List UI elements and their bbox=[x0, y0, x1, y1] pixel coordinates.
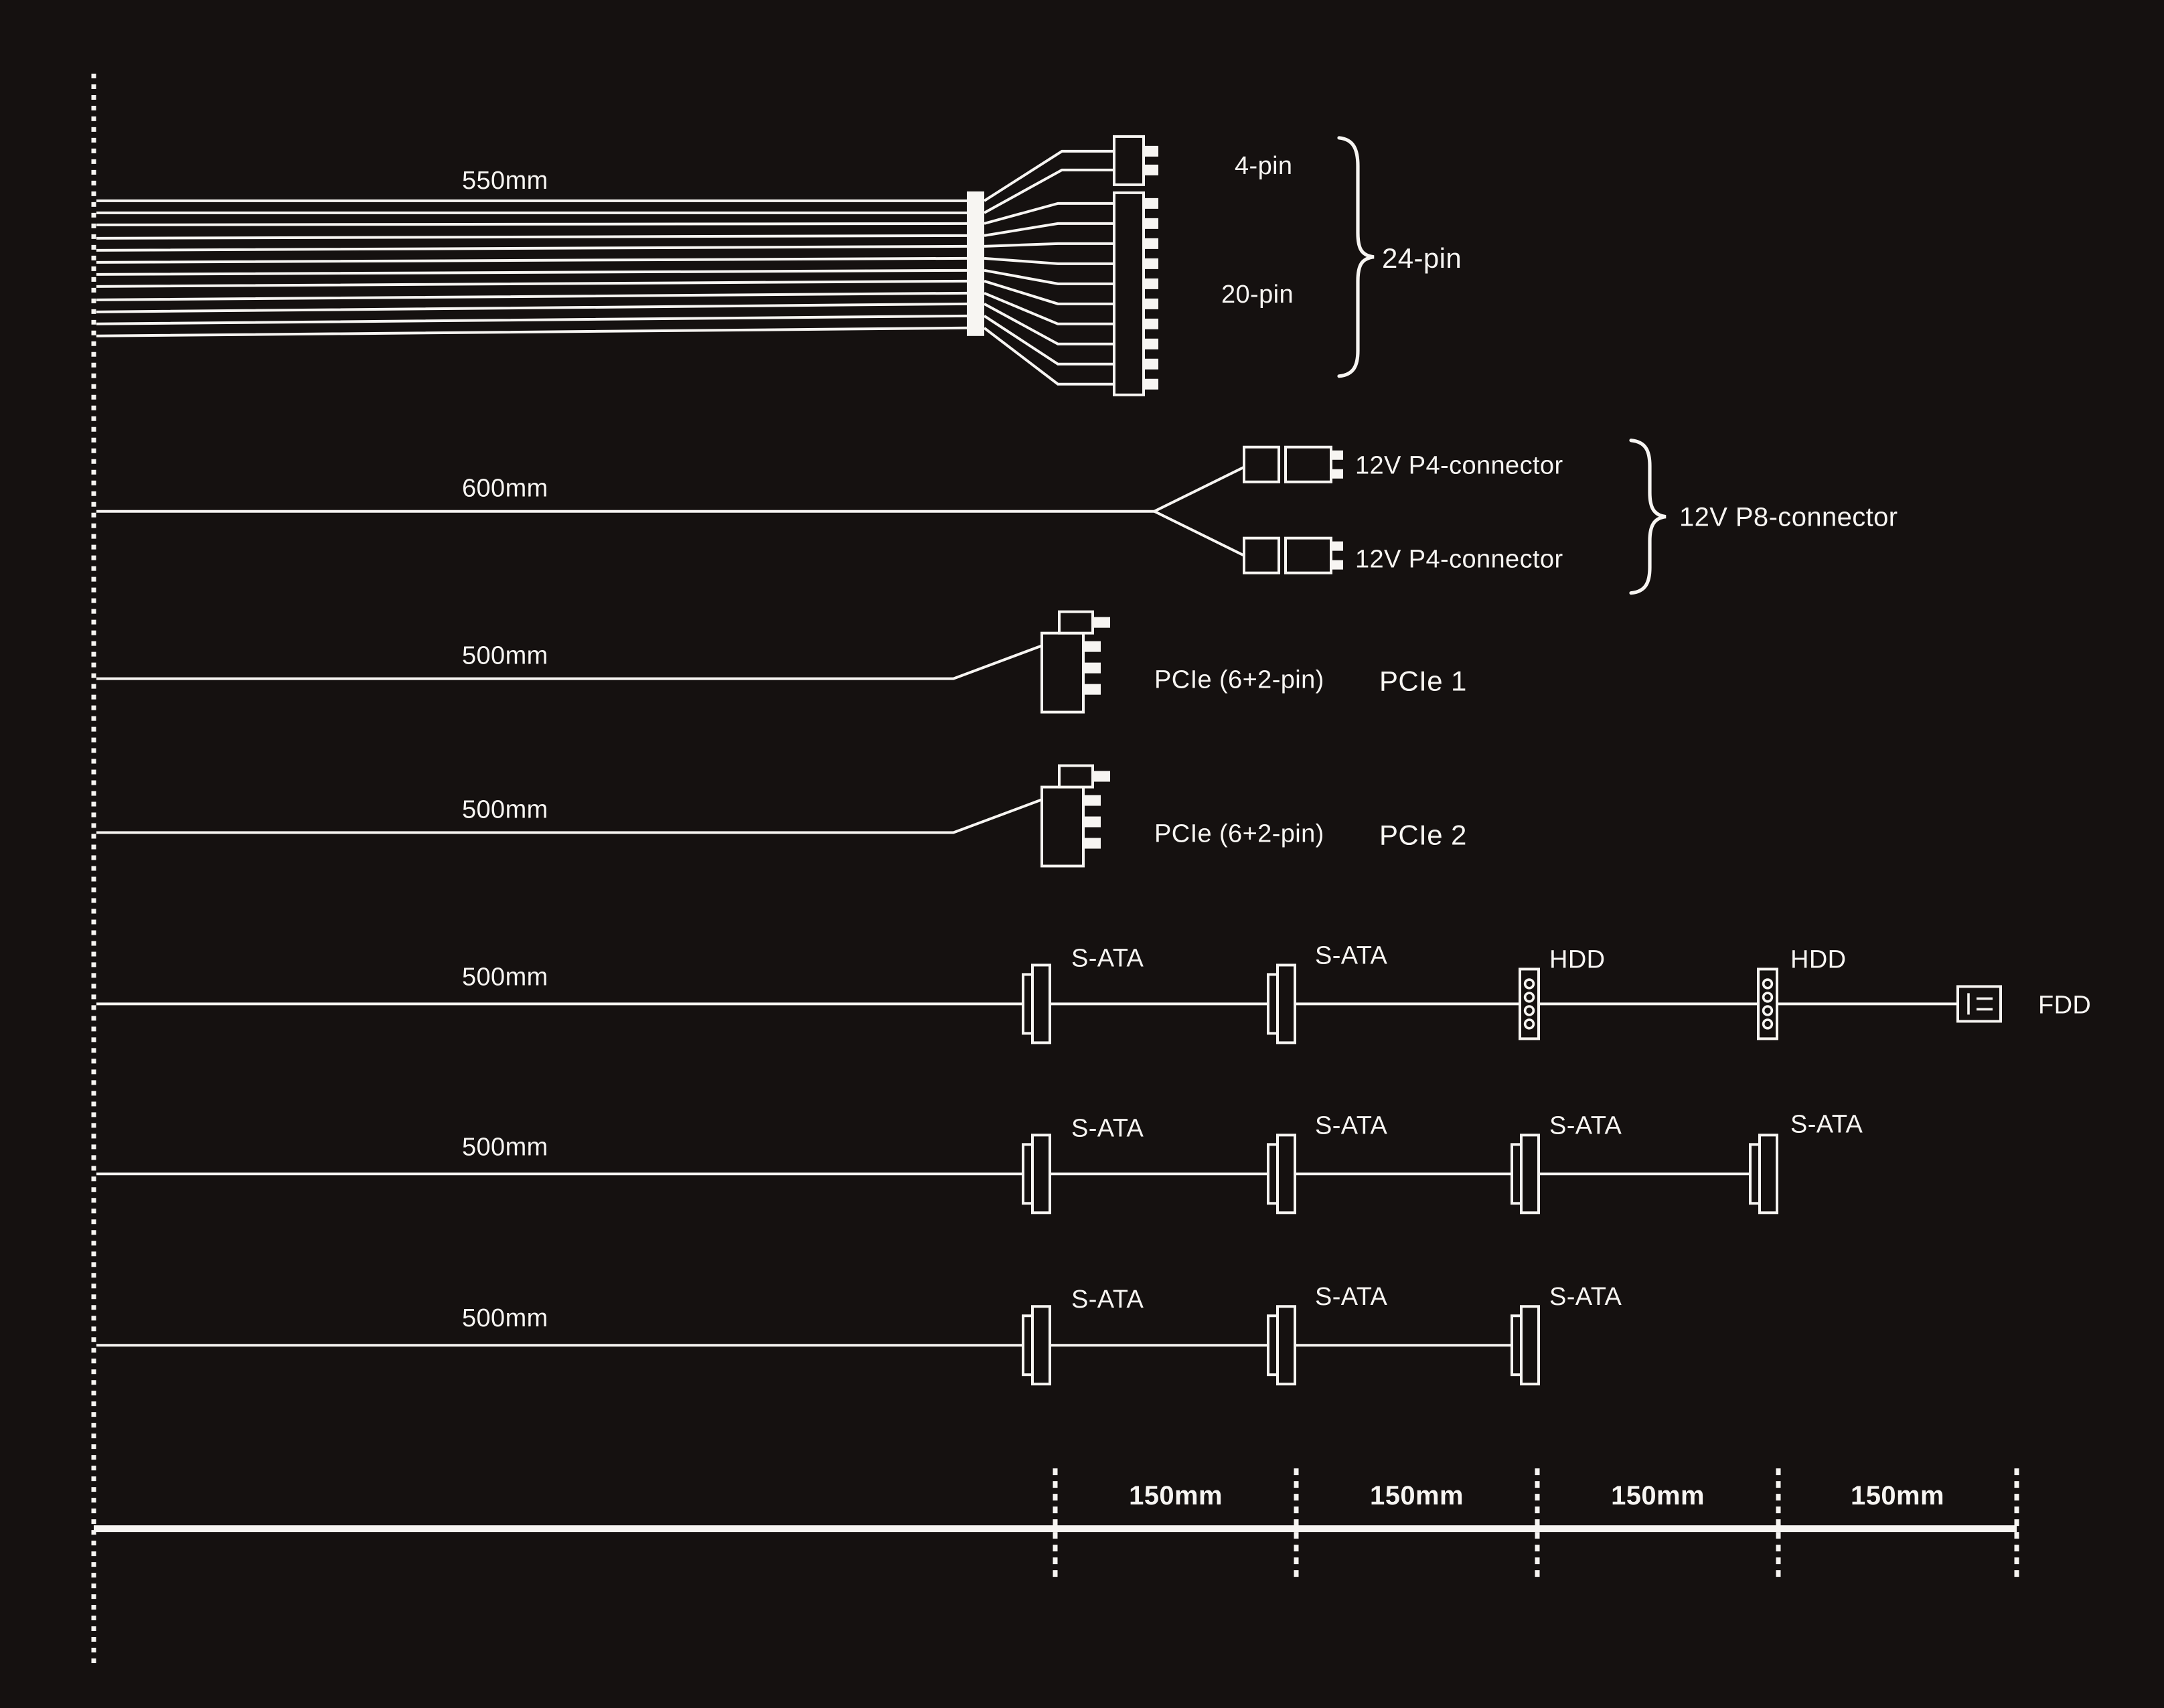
cable-peripheral-2: 500mm S-ATA S-ATA S-ATA S-ATA bbox=[96, 1110, 1863, 1215]
pcie2-connector-2pin bbox=[1058, 764, 1094, 789]
pcie2-connector-pins bbox=[1083, 771, 1110, 849]
peripheral1-sata1-label: S-ATA bbox=[1071, 944, 1144, 972]
cpu-p8-brace bbox=[1629, 439, 1667, 595]
peripheral2-sata2-label: S-ATA bbox=[1315, 1111, 1388, 1140]
atx-24pin-label: 24-pin bbox=[1382, 242, 1462, 274]
peripheral2-sata3-label: S-ATA bbox=[1549, 1111, 1622, 1140]
atx-20pin-pins bbox=[1144, 198, 1158, 390]
cable-cpu-12v: 600mm 12V P4-connector 12V P4-connector … bbox=[96, 439, 1898, 595]
ruler-ticks bbox=[1053, 1468, 2019, 1581]
peripheral2-sata4-label: S-ATA bbox=[1790, 1110, 1863, 1138]
peripheral3-length-label: 500mm bbox=[462, 1304, 548, 1332]
peripheral1-length-label: 500mm bbox=[462, 963, 548, 991]
peripheral1-fdd-label: FDD bbox=[2038, 991, 2091, 1019]
pcie1-length-label: 500mm bbox=[462, 642, 548, 670]
ruler-seg4-label: 150mm bbox=[1851, 1481, 1944, 1510]
pcie2-type-label: PCIe (6+2-pin) bbox=[1154, 820, 1324, 848]
atx-4pin-label: 4-pin bbox=[1235, 152, 1292, 180]
pcie1-cable-line bbox=[96, 643, 1044, 680]
peripheral1-hdd1-label: HDD bbox=[1549, 945, 1606, 974]
atx-wires-fan bbox=[983, 149, 1114, 386]
cpu-p4-bottom-label: 12V P4-connector bbox=[1355, 546, 1563, 574]
atx-cable-clamp bbox=[967, 191, 984, 336]
sata-connector bbox=[1267, 1305, 1296, 1386]
peripheral1-hdd2-label: HDD bbox=[1790, 945, 1847, 974]
peripheral2-sata1-label: S-ATA bbox=[1071, 1114, 1144, 1142]
ruler-seg3-label: 150mm bbox=[1611, 1481, 1705, 1510]
sata-connector bbox=[1749, 1134, 1778, 1215]
atx-length-label: 550mm bbox=[462, 167, 548, 195]
pcie1-connector-2pin bbox=[1058, 610, 1094, 635]
peripheral3-sata1-label: S-ATA bbox=[1071, 1286, 1144, 1314]
ruler-seg2-label: 150mm bbox=[1370, 1481, 1464, 1510]
cpu-cable-split bbox=[1154, 465, 1245, 557]
pcie2-name-label: PCIe 2 bbox=[1379, 820, 1467, 851]
sata-connector bbox=[1267, 963, 1296, 1044]
cpu-p8-label: 12V P8-connector bbox=[1679, 503, 1898, 532]
ruler-seg1-label: 150mm bbox=[1129, 1481, 1223, 1510]
cpu-p4-top-label: 12V P4-connector bbox=[1355, 452, 1563, 480]
hdd-connector bbox=[1519, 967, 1540, 1040]
cable-peripheral-1: 500mm S-ATA S-ATA HDD HDD FDD bbox=[96, 941, 2091, 1044]
atx-20pin-connector bbox=[1113, 191, 1145, 396]
pcie2-length-label: 500mm bbox=[462, 796, 548, 824]
pcie1-connector-pins bbox=[1083, 617, 1110, 695]
sata-connector bbox=[1022, 1134, 1051, 1215]
sata-connector bbox=[1511, 1305, 1540, 1386]
pcie1-name-label: PCIe 1 bbox=[1379, 666, 1467, 697]
sata-connector bbox=[1022, 963, 1051, 1044]
ruler: 150mm 150mm 150mm 150mm bbox=[94, 1468, 2019, 1581]
cpu-p4-connector-top bbox=[1243, 445, 1343, 483]
sata-connector bbox=[1511, 1134, 1540, 1215]
sata-connector bbox=[1022, 1305, 1051, 1386]
pcie2-connector-body bbox=[1040, 785, 1085, 868]
cable-pcie-1: 500mm PCIe (6+2-pin) PCIe 1 bbox=[96, 610, 1467, 714]
fdd-connector bbox=[1956, 985, 2002, 1023]
sata-connector bbox=[1267, 1134, 1296, 1215]
peripheral3-sata2-label: S-ATA bbox=[1315, 1283, 1388, 1311]
atx-wires-left bbox=[96, 199, 968, 337]
peripheral2-length-label: 500mm bbox=[462, 1133, 548, 1161]
cpu-p4-connector-bottom bbox=[1243, 536, 1343, 574]
cable-peripheral-3: 500mm S-ATA S-ATA S-ATA bbox=[96, 1283, 1622, 1386]
cable-pcie-2: 500mm PCIe (6+2-pin) PCIe 2 bbox=[96, 764, 1467, 868]
peripheral1-sata2-label: S-ATA bbox=[1315, 941, 1388, 969]
atx-4pin-connector bbox=[1113, 135, 1145, 186]
pcie1-type-label: PCIe (6+2-pin) bbox=[1154, 666, 1324, 694]
peripheral3-sata3-label: S-ATA bbox=[1549, 1283, 1622, 1311]
pcie1-connector-body bbox=[1040, 631, 1085, 714]
atx-20pin-label: 20-pin bbox=[1221, 281, 1294, 309]
pcie2-cable-line bbox=[96, 797, 1044, 834]
cable-atx: 550mm 4-pin 20-pin 24-pin bbox=[96, 135, 1462, 396]
atx-24pin-brace bbox=[1337, 136, 1375, 378]
atx-4pin-pins bbox=[1144, 145, 1158, 175]
hdd-connector bbox=[1757, 967, 1778, 1040]
cpu-length-label: 600mm bbox=[462, 475, 548, 503]
